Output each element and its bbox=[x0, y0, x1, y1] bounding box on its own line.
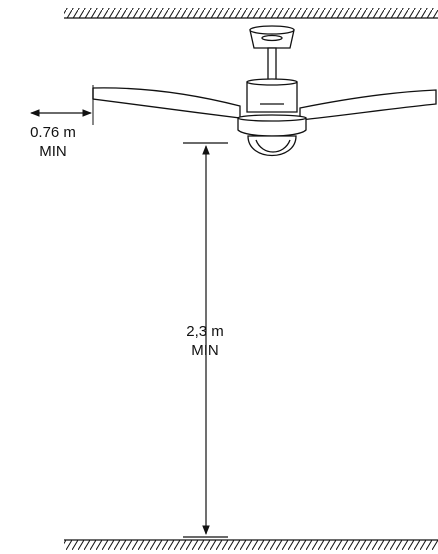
side-clearance-qualifier: MIN bbox=[39, 143, 67, 160]
ceiling-fan-icon bbox=[92, 25, 437, 157]
side-clearance-label: 0.76 m MIN bbox=[14, 123, 92, 161]
floor-clearance-qualifier: MIN bbox=[191, 342, 219, 359]
floor-clearance-dimension bbox=[183, 142, 228, 538]
side-clearance-dimension bbox=[30, 85, 94, 125]
floor-clearance-value: 2,3 m bbox=[186, 323, 224, 340]
ceiling bbox=[64, 8, 438, 19]
floor-clearance-label: 2,3 m MIN bbox=[160, 322, 250, 360]
floor bbox=[64, 539, 438, 550]
side-clearance-value: 0.76 m bbox=[30, 124, 76, 141]
